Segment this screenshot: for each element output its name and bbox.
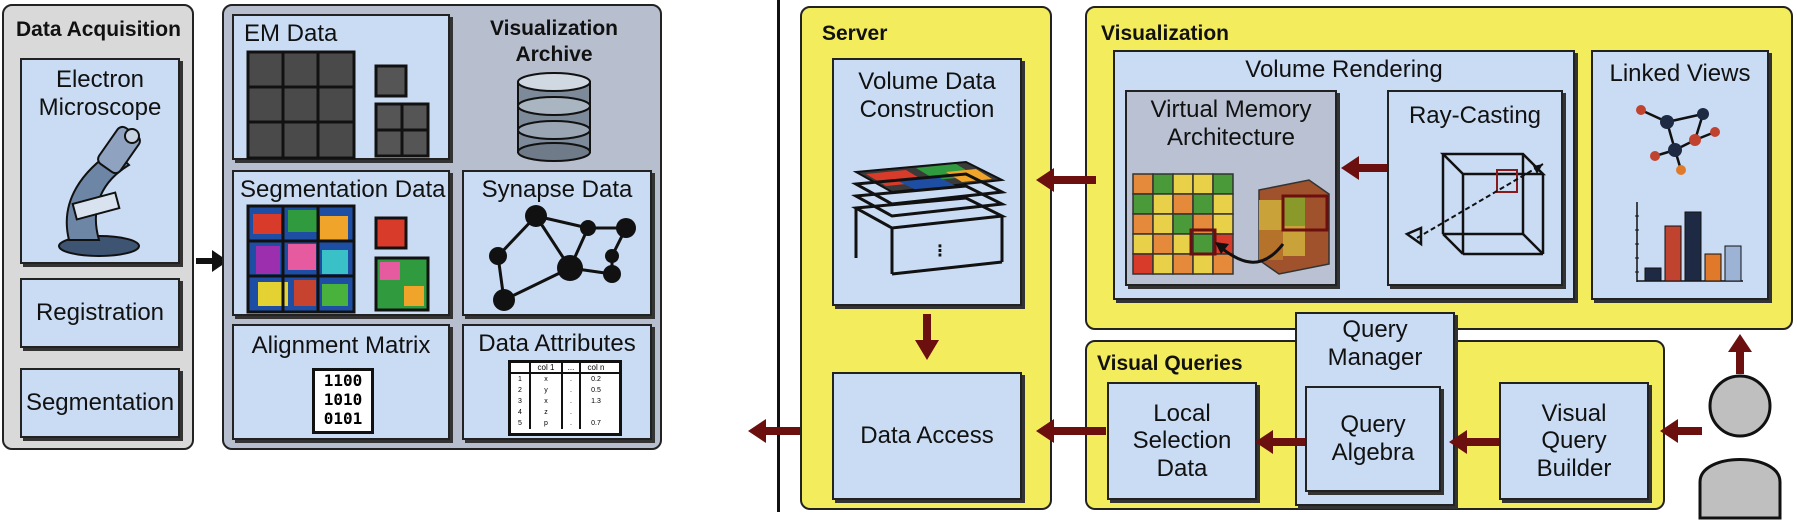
server-title: Server — [822, 22, 888, 45]
memory-grid-icon — [1132, 173, 1330, 275]
segmentation-data-box[interactable]: Segmentation Data — [232, 170, 450, 316]
selection-to-data-access-arrow — [1036, 419, 1106, 443]
linked-views-box[interactable]: Linked Views — [1591, 50, 1769, 300]
segmentation-image — [246, 204, 430, 314]
data-attributes-label: Data Attributes — [478, 330, 636, 357]
matrix-line: 0101 — [323, 409, 363, 428]
table-row: 2 y . 0.5 — [511, 385, 619, 396]
data-access-label: Data Access — [860, 422, 994, 450]
algebra-to-selection-arrow — [1255, 430, 1305, 454]
em-data-image — [246, 50, 430, 160]
user-to-visualization-arrow — [1728, 334, 1752, 374]
visual-queries-title: Visual Queries — [1097, 352, 1243, 375]
linked-views-label: Linked Views — [1609, 60, 1751, 87]
electron-microscope-label: Electron Microscope — [38, 66, 162, 121]
svg-text:⋮: ⋮ — [932, 241, 948, 260]
ray-casting-box[interactable]: Ray-Casting — [1387, 90, 1563, 286]
visualization-panel: Visualization Volume Rendering Virtual M… — [1085, 6, 1793, 330]
registration-box[interactable]: Registration — [20, 278, 180, 348]
table-row: 3 x . 1.3 — [511, 396, 619, 407]
ray-casting-label: Ray-Casting — [1408, 102, 1542, 129]
volume-data-construction-box[interactable]: Volume Data Construction ⋮ — [832, 58, 1022, 306]
visualization-title: Visualization — [1101, 22, 1229, 45]
alignment-matrix-icon: 1100 1010 0101 — [312, 368, 374, 434]
electron-microscope-box[interactable]: Electron Microscope — [20, 58, 180, 264]
visualization-to-server-arrow — [1036, 168, 1096, 192]
synapse-data-label: Synapse Data — [481, 176, 633, 203]
acquisition-to-archive-arrow — [196, 250, 228, 272]
em-data-box[interactable]: EM Data — [232, 14, 450, 160]
matrix-line: 1100 — [323, 371, 363, 390]
user-to-builder-arrow — [1660, 419, 1702, 443]
alignment-matrix-label: Alignment Matrix — [251, 332, 431, 359]
table-header: ... — [561, 363, 579, 372]
visual-query-builder-box[interactable]: Visual Query Builder — [1499, 382, 1649, 500]
query-manager-box[interactable]: Query Manager Query Algebra — [1295, 312, 1455, 506]
local-selection-data-label: Local Selection Data — [1132, 399, 1232, 482]
synapse-data-box[interactable]: Synapse Data — [462, 170, 652, 316]
query-algebra-label: Query Algebra — [1331, 411, 1415, 466]
data-acquisition-panel: Data Acquisition Electron Microscope Reg… — [2, 4, 194, 450]
alignment-matrix-box[interactable]: Alignment Matrix 1100 1010 0101 — [232, 324, 450, 440]
microscope-icon — [58, 125, 141, 257]
data-attributes-box[interactable]: Data Attributes col 1 ... col n 1 x . 0.… — [462, 324, 652, 440]
volume-rendering-box[interactable]: Volume Rendering Virtual Memory Architec… — [1113, 50, 1575, 300]
user-icon — [1698, 374, 1782, 520]
volume-stack-icon: ⋮ — [851, 160, 1008, 276]
construction-to-access-arrow — [915, 314, 939, 360]
vertical-divider — [777, 0, 780, 512]
archive-title: Visualization Archive — [490, 17, 618, 67]
data-access-box[interactable]: Data Access — [832, 372, 1022, 500]
query-algebra-box[interactable]: Query Algebra — [1305, 386, 1441, 492]
query-manager-label: Query Manager — [1327, 316, 1423, 371]
data-attributes-table: col 1 ... col n 1 x . 0.2 2 y . 0.5 3 x … — [508, 360, 622, 436]
virtual-memory-box[interactable]: Virtual Memory Architecture — [1125, 90, 1337, 286]
database-icon — [517, 72, 591, 162]
table-header: col 1 — [529, 363, 561, 372]
segmentation-box[interactable]: Segmentation — [20, 368, 180, 438]
server-panel: Server Volume Data Construction ⋮ Data — [800, 6, 1052, 510]
matrix-line: 1010 — [323, 390, 363, 409]
virtual-memory-label: Virtual Memory Architecture — [1150, 96, 1312, 151]
table-row: 1 x . 0.2 — [511, 374, 619, 385]
local-selection-data-box[interactable]: Local Selection Data — [1107, 382, 1257, 500]
table-header: col n — [579, 363, 611, 372]
visualization-archive-panel: Visualization Archive EM Data Segmentati… — [222, 4, 662, 450]
table-row: 5 p . 0.7 — [511, 418, 619, 429]
ray-casting-cube-icon — [1404, 152, 1547, 256]
segmentation-data-label: Segmentation Data — [240, 176, 446, 203]
table-row: 4 z . — [511, 407, 619, 418]
visual-queries-panel: Visual Queries Local Selection Data Quer… — [1085, 312, 1665, 510]
vm-from-raycast-arrow — [1341, 156, 1391, 180]
builder-to-algebra-arrow — [1449, 430, 1499, 454]
data-access-to-archive-arrow — [748, 419, 806, 443]
segmentation-label: Segmentation — [25, 389, 175, 417]
visual-query-builder-label: Visual Query Builder — [1536, 399, 1612, 482]
linked-graph-icon — [1636, 105, 1720, 175]
data-acquisition-title: Data Acquisition — [16, 18, 181, 41]
volume-data-construction-label: Volume Data Construction — [858, 68, 996, 123]
registration-label: Registration — [35, 299, 165, 327]
synapse-graph-icon — [489, 205, 636, 311]
em-data-label: EM Data — [244, 20, 338, 47]
volume-rendering-label: Volume Rendering — [1245, 56, 1443, 83]
linked-bar-chart-icon — [1635, 202, 1743, 282]
